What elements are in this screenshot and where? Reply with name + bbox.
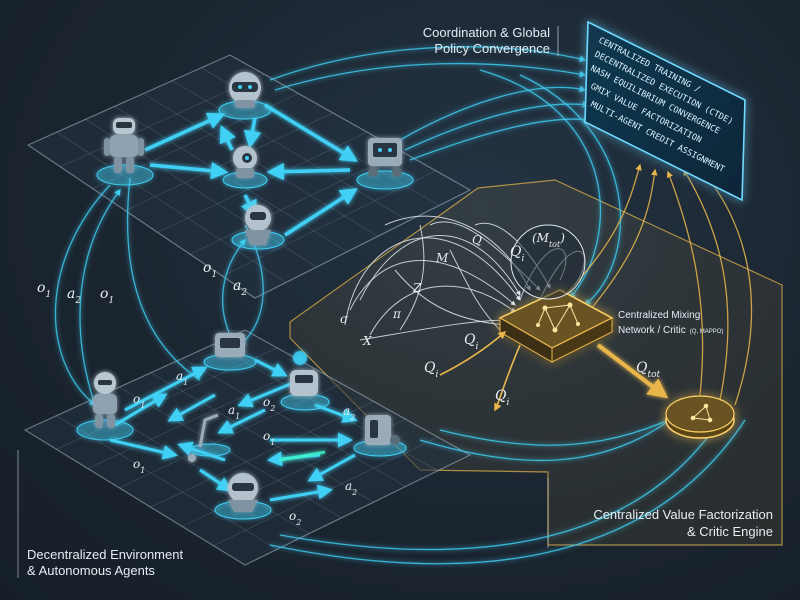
qi-label: Qi (464, 332, 478, 352)
environment-title-line1: Decentralized Environment (27, 547, 183, 562)
environment-title-line2: & Autonomous Agents (27, 563, 155, 578)
box-robot-icon (203, 333, 257, 371)
humanoid-robot-icon (76, 372, 134, 441)
canister-robot-icon (280, 351, 330, 411)
obs-label: o2 (263, 395, 275, 413)
helmet-robot-icon (231, 205, 285, 250)
camera-robot-icon (222, 146, 268, 189)
action-label: a2 (67, 286, 81, 306)
engine-title-line2: & Critic Engine (687, 524, 773, 539)
qi-arrows (439, 330, 521, 412)
server-robot-icon (353, 415, 407, 457)
dome-robot-icon (214, 473, 272, 520)
coordination-title-line2: Policy Convergence (434, 41, 550, 56)
grid-line (189, 151, 402, 255)
action-label: a2 (343, 404, 355, 422)
network-icon (536, 302, 580, 333)
math-labels: o1 a2 o1 a2 o1 a1 o1 a1 o2 a2 o1 o1 a2 o… (37, 231, 661, 527)
obs-label: o1 (203, 260, 217, 280)
section-labels: Coordination & Global Policy Convergence… (17, 25, 773, 578)
action-label: a1 (176, 369, 188, 387)
sigma-label: σ (340, 312, 349, 326)
agents-bottom (76, 333, 407, 520)
engine-title-line1: Centralized Value Factorization (593, 507, 773, 522)
mixing-network-chip (498, 289, 614, 363)
obs-label: o2 (289, 509, 301, 527)
signal-marker-icon (279, 450, 326, 462)
obs-label: o1 (263, 429, 275, 447)
agents-top (96, 72, 414, 250)
critic-node (665, 395, 735, 439)
qi-label: Qi (495, 388, 509, 408)
obs-label: o1 (133, 457, 145, 475)
mixing-title-line2: Network / Critic(Q, MAPPO) (618, 325, 723, 336)
obs-label: o1 (37, 280, 51, 300)
z-label: Z (412, 281, 422, 295)
obs-label: o1 (133, 392, 145, 410)
dome-robot-icon (218, 72, 272, 120)
grid-line (150, 372, 374, 503)
qi-label: Qi (424, 360, 438, 380)
top-agent-links (144, 103, 358, 237)
bottom-agent-links (109, 358, 358, 502)
grid-line (172, 80, 409, 222)
flow-curves (54, 46, 746, 565)
x-label: X (362, 334, 372, 348)
triangle-graph-icon (690, 403, 713, 423)
action-label: a2 (345, 479, 357, 497)
action-label: a1 (228, 403, 240, 421)
grid-line (119, 386, 342, 519)
q-label: Q (472, 233, 482, 247)
grid-line (56, 131, 286, 283)
m-label: M (435, 251, 449, 265)
ctde-panel (584, 20, 746, 202)
grid-line (181, 358, 406, 487)
qtot-arrow (596, 343, 669, 399)
grid-line (143, 93, 379, 237)
grid-line (125, 112, 334, 211)
mixing-title-line1: Centralized Mixing (618, 310, 700, 321)
mtot-label: (Mtot) (532, 231, 565, 249)
qi-label: Qi (510, 244, 524, 264)
box-robot-icon (356, 138, 414, 190)
mtot-circle (510, 224, 586, 300)
obs-label: o1 (100, 286, 114, 306)
grid-line (150, 401, 374, 508)
humanoid-robot-icon (96, 118, 154, 186)
robot-arm-icon (188, 413, 231, 462)
qtot-label: Qtot (636, 360, 661, 380)
pi-label: π (392, 307, 402, 321)
coordination-title-line1: Coordination & Global (423, 25, 550, 40)
grid-line (87, 365, 310, 469)
grid-line (222, 170, 436, 277)
action-label: a2 (233, 278, 247, 298)
